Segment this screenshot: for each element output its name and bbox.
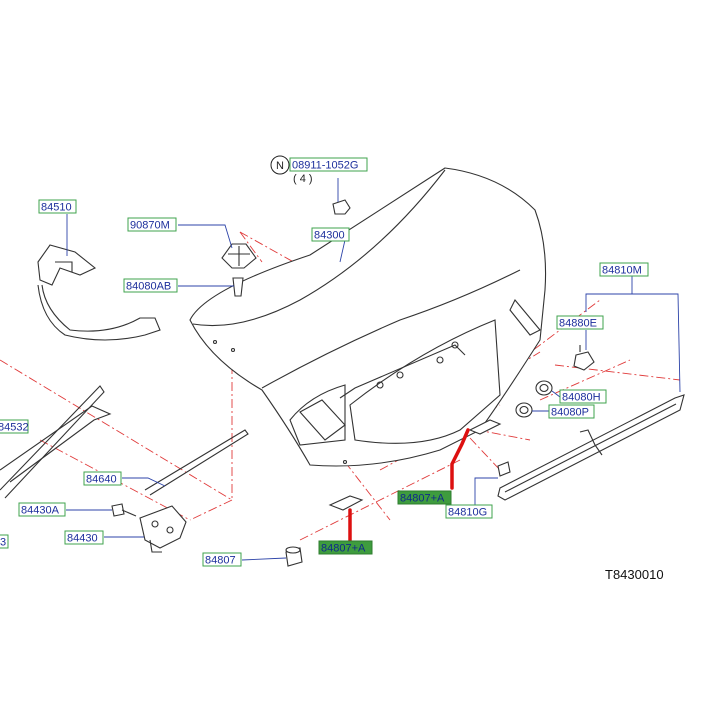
svg-text:84300: 84300	[314, 230, 345, 242]
callout-hinge[interactable]: 84510	[38, 199, 77, 214]
lid-bumper	[221, 243, 257, 297]
svg-text:84810M: 84810M	[602, 265, 642, 277]
diagram-code: T8430010	[605, 567, 664, 582]
nut	[332, 199, 351, 215]
notation-n-mark: N	[270, 155, 290, 175]
callout-bumper[interactable]: 90870M	[127, 217, 177, 232]
callout-labels: N 08911-1052G ( 4 ) 84300 84510 90870M 8…	[0, 155, 649, 567]
callout-lid[interactable]: 84300	[311, 227, 350, 242]
trunk-latch	[111, 503, 187, 553]
highlight-markers	[348, 428, 470, 542]
svg-text:84080H: 84080H	[562, 392, 601, 404]
trunk-hinge	[37, 244, 161, 341]
callout-rod-a[interactable]: 84532	[0, 419, 29, 434]
marker-bar-right	[450, 428, 470, 490]
svg-text:08911-1052G: 08911-1052G	[292, 160, 358, 172]
svg-text:84810G: 84810G	[448, 507, 487, 519]
callout-grommet-p[interactable]: 84080P	[548, 404, 595, 419]
callout-bumper-clip[interactable]: 84080AB	[123, 278, 178, 293]
leader-lines	[66, 178, 681, 561]
callout-stopper-a-left[interactable]: 84807+A	[318, 540, 373, 555]
callout-stopper[interactable]: 84807	[202, 552, 242, 567]
release-rods	[0, 385, 249, 499]
callout-nut-part[interactable]: 08911-1052G	[289, 157, 368, 172]
svg-text:84430: 84430	[67, 533, 98, 545]
svg-text:84807+A: 84807+A	[400, 493, 445, 505]
svg-text:3: 3	[0, 537, 6, 549]
svg-text:84430A: 84430A	[21, 505, 60, 517]
callout-grommet-h[interactable]: 84080H	[559, 389, 607, 404]
callout-edge-3[interactable]: 3	[0, 534, 9, 549]
callout-finisher-assy[interactable]: 84810M	[599, 262, 649, 277]
svg-text:84880E: 84880E	[559, 318, 597, 330]
nut-quantity: ( 4 )	[293, 173, 313, 185]
svg-text:84080AB: 84080AB	[126, 281, 171, 293]
grommets	[515, 380, 553, 418]
svg-text:84640: 84640	[86, 474, 117, 486]
svg-text:84532: 84532	[0, 422, 29, 434]
svg-text:84807+A: 84807+A	[321, 543, 366, 555]
callout-finisher-g[interactable]: 84810G	[445, 504, 493, 519]
callout-stopper-a-right[interactable]: 84807+A	[397, 490, 452, 505]
callout-latch-bolt[interactable]: 84430A	[18, 502, 66, 517]
callout-rod-b[interactable]: 84640	[83, 471, 122, 486]
svg-text:84510: 84510	[41, 202, 72, 214]
callout-finisher-clip[interactable]: 84880E	[556, 315, 604, 330]
svg-text:84807: 84807	[205, 555, 236, 567]
lid-finisher	[497, 345, 685, 501]
stopper	[285, 546, 303, 567]
notation-symbol: N	[276, 160, 284, 172]
svg-text:84080P: 84080P	[551, 407, 589, 419]
callout-latch[interactable]: 84430	[64, 530, 104, 545]
svg-text:90870M: 90870M	[130, 220, 170, 232]
stopper-brackets	[328, 419, 502, 511]
